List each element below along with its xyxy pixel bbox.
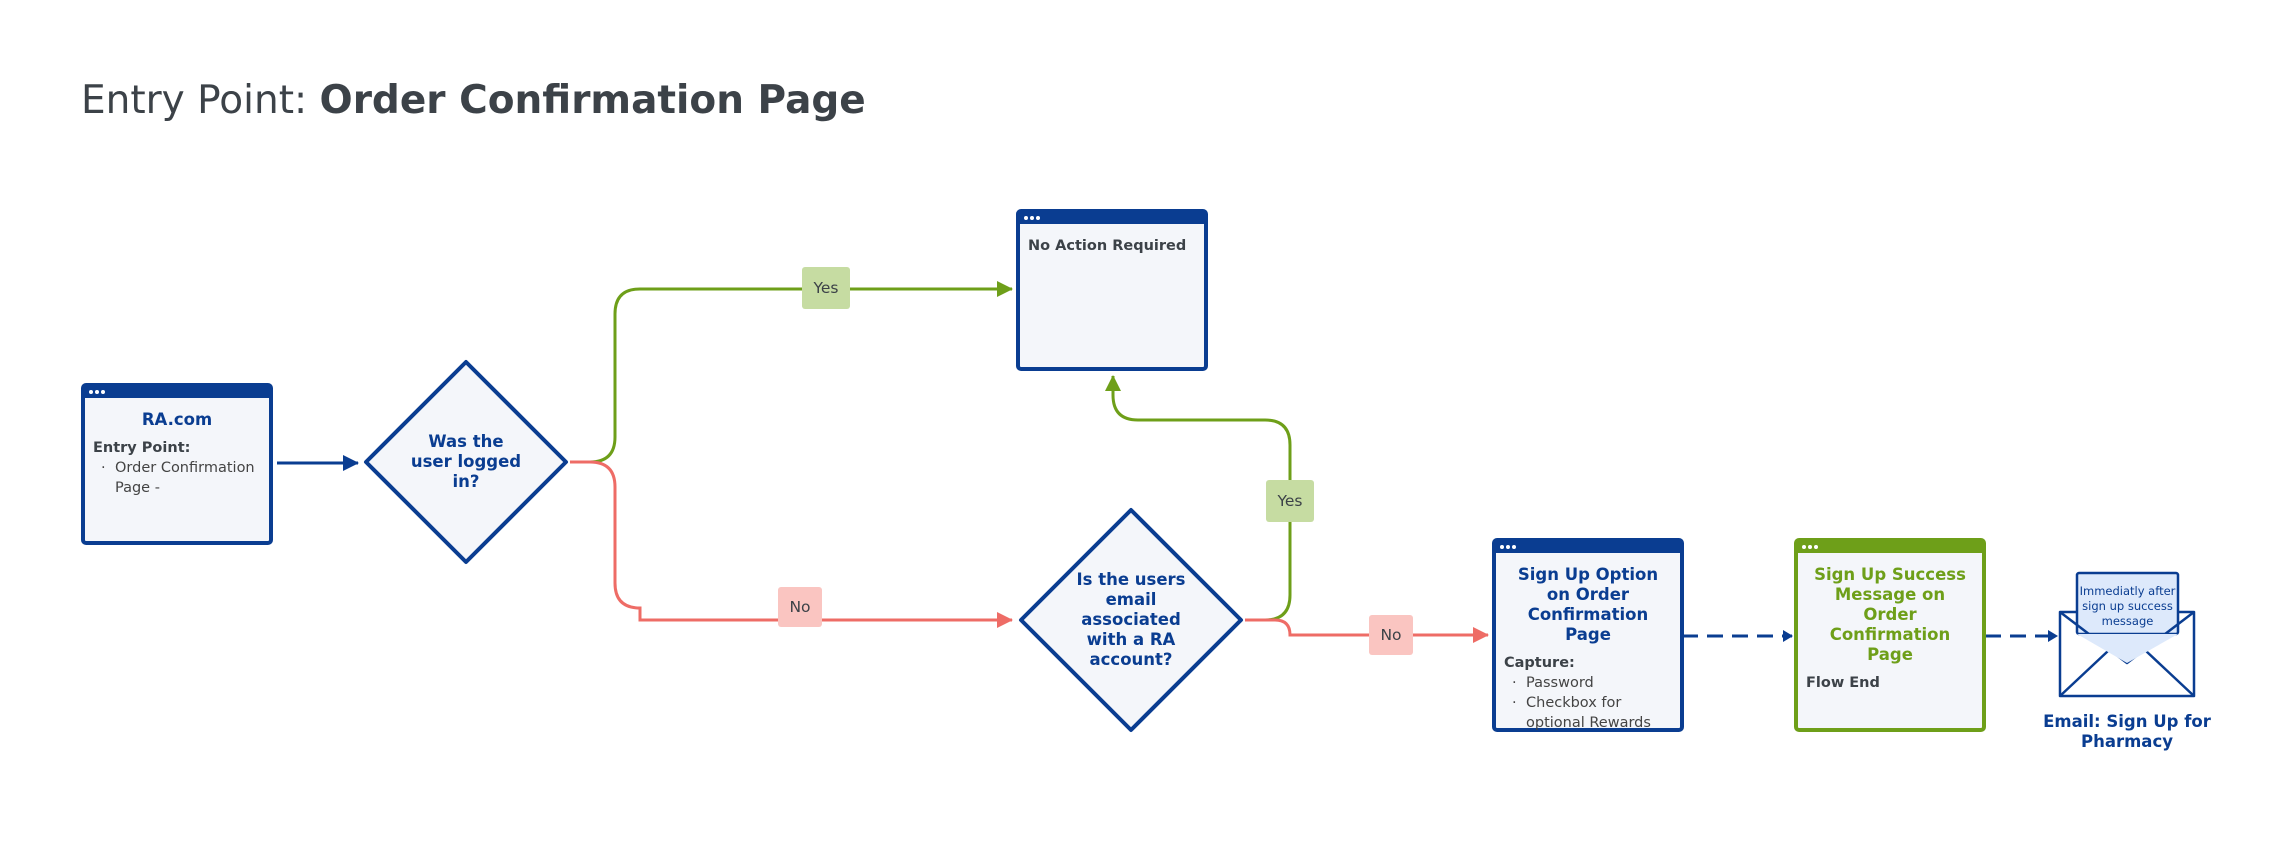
edge-label-yes-email: Yes	[1266, 480, 1314, 522]
signup-option-bullets: Password Checkbox for optional Rewards	[1504, 673, 1672, 733]
signup-option-label: Capture:	[1504, 655, 1575, 671]
edge-email-yes	[1105, 375, 1292, 622]
no-action-text: No Action Required	[1028, 238, 1187, 254]
list-item: Checkbox for optional Rewards	[1512, 693, 1672, 733]
decision-email-shape	[1019, 508, 1243, 732]
edge-label-no-logged-in: No	[778, 587, 822, 627]
window-title-bar	[1020, 213, 1204, 224]
edge-label-yes-logged-in: Yes	[802, 267, 850, 309]
edge-logged-in-no	[570, 460, 1013, 628]
page-title-prefix: Entry Point:	[81, 78, 320, 123]
signup-success-window: Sign Up Success Message on Order Confirm…	[1794, 538, 1986, 732]
list-item: Password	[1512, 673, 1672, 693]
window-title-bar	[1798, 542, 1982, 553]
edge-logged-in-yes	[570, 281, 1013, 464]
signup-option-window: Sign Up Option on Order Confirmation Pag…	[1492, 538, 1684, 732]
window-title-bar	[1496, 542, 1680, 553]
page-title-main: Order Confirmation Page	[319, 78, 866, 123]
email-note: Immediatly after sign up success message	[2079, 584, 2176, 628]
no-action-window: No Action Required	[1016, 209, 1208, 371]
signup-success-title: Sign Up Success Message on Order Confirm…	[1814, 565, 1966, 664]
ra-com-bullets: Order Confirmation Page -	[93, 458, 261, 498]
edge-email-no	[1245, 618, 1489, 643]
decision-logged-in-text: Was the user logged in?	[410, 432, 522, 491]
signup-option-title: Sign Up Option on Order Confirmation Pag…	[1517, 565, 1659, 644]
ra-com-window: RA.com Entry Point: Order Confirmation P…	[81, 383, 273, 545]
signup-success-text: Flow End	[1806, 675, 1880, 691]
edge-label-no-email: No	[1369, 615, 1413, 655]
envelope-icon	[2058, 571, 2196, 698]
decision-email-text: Is the users email associated with a RA …	[1076, 570, 1186, 669]
email-label: Email: Sign Up for Pharmacy	[2043, 712, 2211, 751]
ra-com-title: RA.com	[141, 410, 213, 429]
ra-com-label: Entry Point:	[93, 440, 191, 456]
decision-logged-in-shape	[364, 360, 568, 564]
page-title: Entry Point: Order Confirmation Page	[81, 78, 866, 123]
list-item: Order Confirmation Page -	[101, 458, 261, 498]
window-title-bar	[85, 387, 269, 398]
